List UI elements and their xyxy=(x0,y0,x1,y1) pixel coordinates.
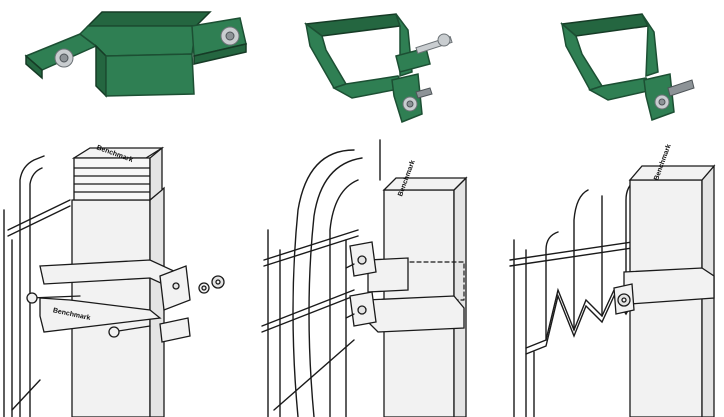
post-with-end-panel: Benchmark xyxy=(506,140,721,417)
post-with-exploded-clamp: Benchmark Benchmark xyxy=(0,140,245,417)
double-clamp-photo xyxy=(10,4,250,104)
square-bracket-clamp-icon xyxy=(304,13,453,123)
angled-clamp-photo xyxy=(296,6,466,126)
post-with-panels-joined: Benchmark xyxy=(258,139,483,417)
square-end-clamp-icon xyxy=(560,13,695,121)
square-double-clamp-icon xyxy=(24,11,247,98)
end-clamp-photo xyxy=(556,8,706,128)
